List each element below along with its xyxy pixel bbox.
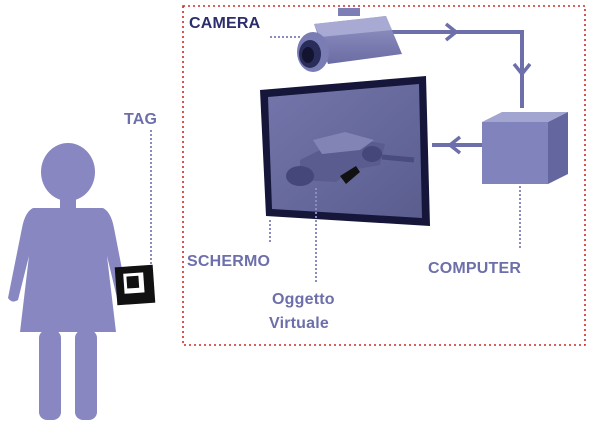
computer-icon (482, 112, 568, 184)
computer-label: COMPUTER (428, 260, 521, 277)
camera-label: CAMERA (189, 15, 261, 32)
person-icon (8, 143, 128, 420)
camera-to-computer-arrow (392, 22, 532, 108)
system-boundary (182, 5, 586, 346)
computer-to-screen-arrow (432, 135, 482, 155)
oggetto-label-line2: Virtuale (269, 315, 329, 332)
oggetto-label-line1: Oggetto (272, 291, 335, 308)
camera-icon (297, 8, 402, 72)
tag-marker-icon (114, 264, 156, 306)
virtual-object-car-icon (286, 132, 415, 186)
schermo-label: SCHERMO (187, 253, 270, 270)
tag-label: TAG (124, 111, 157, 128)
